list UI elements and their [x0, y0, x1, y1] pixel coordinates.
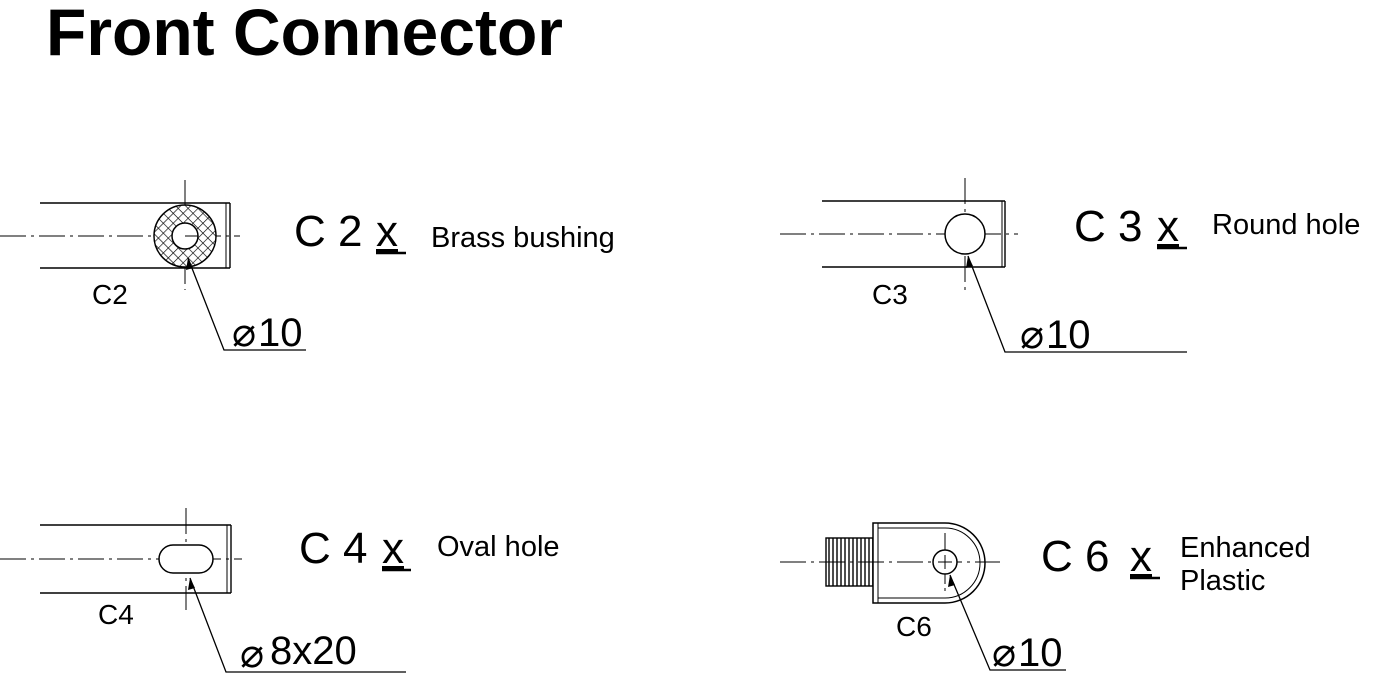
- description-c6-line1: Enhanced: [1180, 532, 1311, 564]
- part-c2-drawing: C2 ⌀ 10 C 2 x Brass bushing: [0, 180, 615, 355]
- leader-line-c3: [967, 255, 1187, 353]
- part-code-c3: C 3: [1074, 202, 1142, 251]
- diameter-symbol: ⌀: [240, 632, 264, 675]
- part-label-c6: C6: [896, 611, 932, 642]
- description-c3: Round hole: [1212, 209, 1360, 241]
- leader-line-c2: [187, 257, 306, 351]
- part-c3-drawing: C3 ⌀ 10 C 3 x Round hole: [780, 178, 1360, 357]
- description-c6-line2: Plastic: [1180, 565, 1265, 597]
- diameter-symbol: ⌀: [1020, 313, 1044, 357]
- round-hole: [944, 213, 986, 255]
- part-label-c3: C3: [872, 279, 908, 310]
- oval-hole: [158, 544, 214, 574]
- dimension-c6: 10: [1018, 631, 1063, 675]
- part-code-c4: C 4: [299, 524, 367, 573]
- leader-line-c6: [949, 574, 1066, 671]
- enhanced-plastic-body: [872, 522, 986, 604]
- part-label-c2: C2: [92, 279, 128, 310]
- part-code-c6: C 6: [1041, 532, 1109, 581]
- part-c6-drawing: C6 ⌀ 10 C 6 x Enhanced Plastic: [780, 522, 1311, 675]
- diameter-symbol: ⌀: [232, 311, 256, 355]
- dimension-c4: 8x20: [270, 629, 357, 673]
- part-code-c2: C 2: [294, 207, 362, 256]
- dimension-c2: 10: [258, 311, 303, 355]
- page-title: Front Connector: [46, 0, 563, 69]
- leader-line-c4: [189, 577, 406, 673]
- part-label-c4: C4: [98, 599, 134, 630]
- dimension-c3: 10: [1046, 313, 1091, 357]
- quantity-x-c2: x: [376, 207, 398, 256]
- diameter-symbol: ⌀: [992, 631, 1016, 675]
- description-c4: Oval hole: [437, 531, 560, 563]
- quantity-x-c3: x: [1157, 202, 1179, 251]
- part-c4-drawing: C4 ⌀ 8x20 C 4 x Oval hole: [0, 508, 560, 675]
- description-c2: Brass bushing: [431, 222, 615, 254]
- quantity-x-c6: x: [1130, 532, 1152, 581]
- quantity-x-c4: x: [382, 524, 404, 573]
